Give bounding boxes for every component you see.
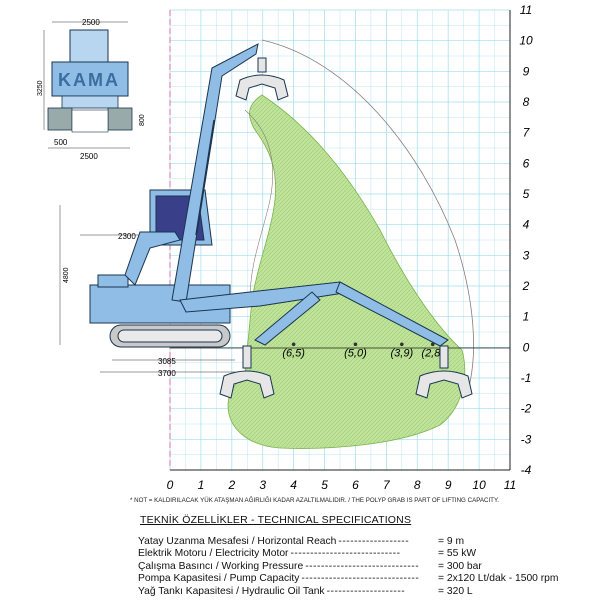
- y-tick-label: 11: [520, 3, 532, 17]
- spec-label: Çalışma Basıncı / Working Pressure: [138, 560, 304, 572]
- y-tick-label: -1: [521, 371, 532, 385]
- spec-value: = 320 L: [438, 585, 473, 597]
- y-tick-label: 5: [523, 187, 530, 201]
- y-tick-label: -4: [521, 463, 532, 477]
- spec-title: TEKNİK ÖZELLİKLER - TECHNICAL SPECIFICAT…: [140, 514, 412, 526]
- spec-value: = 300 bar: [438, 560, 482, 572]
- spec-label: Elektrik Motoru / Electricity Motor: [138, 548, 289, 560]
- capacity-label: (6,5): [282, 348, 305, 360]
- spec-leader: ----------------------------: [290, 548, 401, 560]
- x-tick-label: 5: [321, 478, 328, 492]
- dim-width-bottom: 2500: [80, 152, 98, 161]
- grab-top: [235, 57, 289, 101]
- grab-right: [415, 345, 473, 399]
- y-tick-label: -2: [521, 402, 532, 416]
- spec-row: Çalışma Basıncı / Working Pressure------…: [138, 561, 578, 573]
- y-tick-label: 8: [523, 95, 530, 109]
- dim-body-height: 4800: [63, 267, 70, 283]
- dim-boom-pivot: 2300: [118, 232, 136, 241]
- spec-value: = 55 kW: [438, 548, 477, 560]
- side-view-machine: 4800 2300: [59, 43, 449, 348]
- y-tick-label: 2: [522, 279, 530, 293]
- brand-logo: KAMA: [58, 70, 120, 90]
- spec-row: Elektrik Motoru / Electricity Motor-----…: [138, 548, 578, 560]
- y-tick-label: 0: [523, 340, 530, 354]
- x-tick-labels: 0 1 2 3 4 5 6 7 8 9 10 11: [167, 478, 517, 492]
- x-tick-label: 10: [472, 478, 486, 492]
- x-tick-label: 11: [504, 478, 516, 492]
- dim-track-length: 3085: [158, 357, 176, 366]
- y-tick-label: 9: [523, 64, 530, 78]
- x-tick-label: 7: [383, 478, 391, 492]
- dim-track-h: 800: [139, 114, 146, 126]
- capacity-point: [400, 342, 404, 347]
- y-tick-label: 1: [523, 310, 530, 324]
- capacity-label: (2,8): [421, 348, 444, 360]
- capacity-label: (5,0): [344, 348, 367, 360]
- spec-row: Yağ Tankı Kapasitesi / Hydraulic Oil Tan…: [138, 586, 578, 598]
- spec-label: Yağ Tankı Kapasitesi / Hydraulic Oil Tan…: [138, 585, 325, 597]
- x-tick-label: 3: [259, 478, 266, 492]
- reach-arc: [261, 39, 474, 391]
- capacity-point: [291, 342, 296, 347]
- spec-label: Yatay Uzanma Mesafesi / Horizontal Reach: [138, 536, 337, 547]
- y-tick-label: 4: [523, 218, 530, 232]
- dim-track-w: 500: [54, 138, 68, 147]
- spec-leader: -----------------------------: [305, 560, 420, 572]
- x-tick-label: 1: [198, 478, 205, 492]
- spec-row: Pompa Kapasitesi / Pump Capacity--------…: [138, 573, 578, 585]
- x-tick-label: 6: [352, 478, 359, 492]
- spec-row: Yatay Uzanma Mesafesi / Horizontal Reach…: [138, 536, 578, 548]
- capacity-label: (3,9): [391, 348, 414, 360]
- reach-arc-inner: [244, 109, 273, 301]
- capacity-point: [430, 342, 435, 347]
- grab-left: [219, 345, 275, 399]
- y-tick-label: 7: [523, 126, 531, 140]
- front-view-machine: 2500 KAMA 3250 800 500 2500: [37, 18, 146, 161]
- x-tick-label: 8: [414, 478, 421, 492]
- dim-overall-length: 3700: [158, 369, 176, 378]
- spec-value: = 9 m: [438, 536, 465, 547]
- spec-leader: ------------------: [338, 536, 410, 547]
- capacity-point: [353, 342, 358, 347]
- y-tick-label: 3: [523, 248, 530, 262]
- x-tick-label: 9: [445, 478, 452, 492]
- x-tick-label: 4: [290, 478, 297, 492]
- spec-value: = 2x120 Lt/dak - 1500 rpm: [438, 573, 559, 585]
- y-tick-label: -3: [521, 432, 532, 446]
- y-tick-label: 6: [523, 156, 530, 170]
- dim-width-top: 2500: [82, 18, 100, 27]
- y-tick-label: 10: [519, 34, 533, 48]
- spec-leader: --------------------: [326, 585, 406, 597]
- working-envelope: [227, 94, 466, 449]
- capacity-note: * NOT = KALDIRILACAK YÜK ATAŞMAN AĞIRLIĞ…: [130, 497, 499, 504]
- spec-label: Pompa Kapasitesi / Pump Capacity: [138, 573, 300, 585]
- x-tick-label: 0: [167, 478, 174, 492]
- spec-leader: ------------------------------: [301, 573, 420, 585]
- x-tick-label: 2: [227, 478, 235, 492]
- spec-list: Yatay Uzanma Mesafesi / Horizontal Reach…: [138, 536, 578, 598]
- capacity-labels: (6,5) (5,0) (3,9) (2,8): [282, 342, 444, 360]
- dim-height-cab: 3250: [37, 80, 44, 96]
